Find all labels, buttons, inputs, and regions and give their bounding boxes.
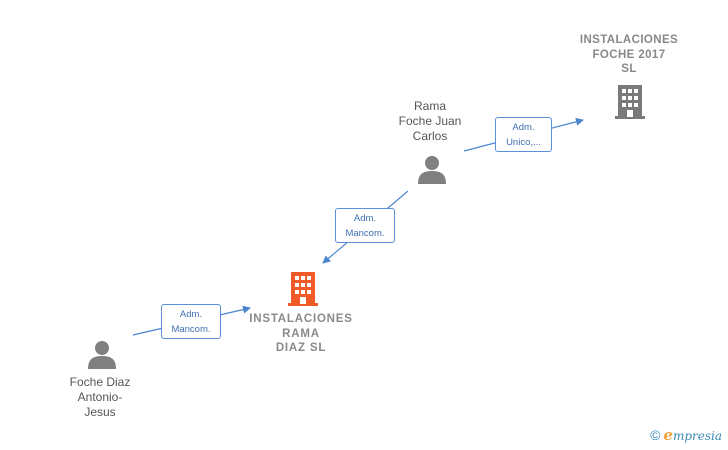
copyright-icon: © — [650, 427, 661, 443]
edge-label-rama-to-main[interactable]: Adm. Mancom. — [335, 208, 395, 243]
person-rama-label[interactable]: Rama Foche Juan Carlos — [398, 99, 462, 143]
edge-label-rama-to-top[interactable]: Adm. Unico,... — [495, 117, 552, 152]
person-icon-rama[interactable] — [417, 155, 447, 185]
empresia-logo[interactable]: empresia — [663, 426, 722, 444]
person-foche-label[interactable]: Foche Diaz Antonio- Jesus — [69, 375, 131, 419]
edge-label-foche-to-main[interactable]: Adm. Mancom. — [161, 304, 221, 339]
building-icon-top[interactable] — [613, 84, 647, 120]
footer-brand: © empresia — [650, 426, 722, 444]
person-icon-foche[interactable] — [87, 340, 117, 370]
company-main-label[interactable]: INSTALACIONES RAMA DIAZ SL — [249, 313, 353, 354]
company-top-label[interactable]: INSTALACIONES FOCHE 2017 SL — [579, 34, 679, 75]
building-icon-main[interactable] — [286, 271, 320, 307]
